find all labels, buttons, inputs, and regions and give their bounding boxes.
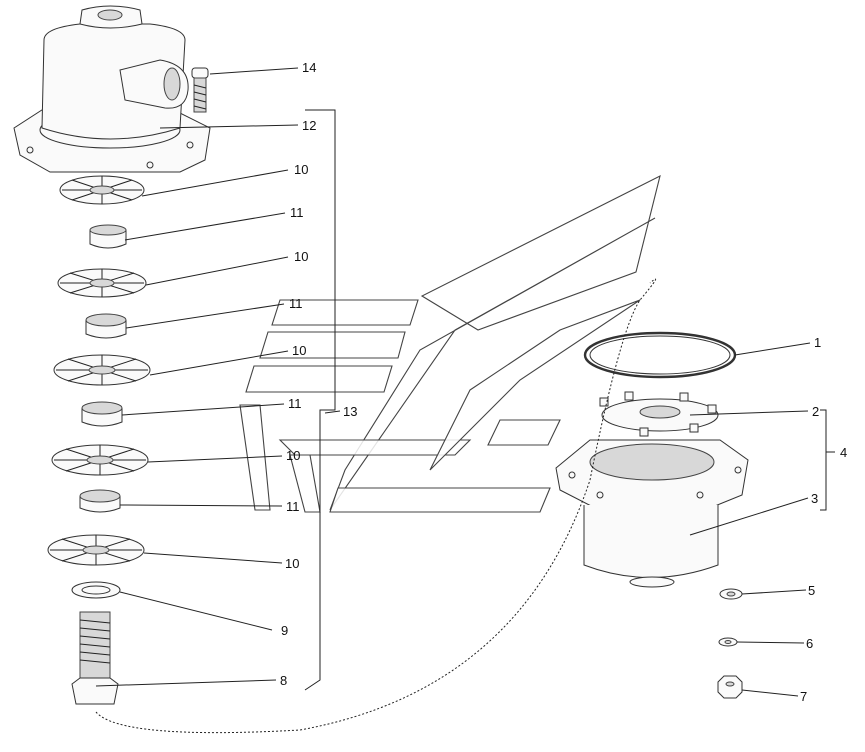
callout-6: 6 xyxy=(806,636,813,651)
leader-lines xyxy=(95,67,811,697)
spacer-part-11-c xyxy=(81,401,123,427)
callout-10-c: 10 xyxy=(292,343,306,358)
callout-10-e: 10 xyxy=(285,556,299,571)
callout-11-d: 11 xyxy=(286,499,300,514)
callout-11-c: 11 xyxy=(288,396,302,411)
fan-part-10-c xyxy=(53,354,151,386)
callout-1: 1 xyxy=(814,335,821,350)
callout-10-a: 10 xyxy=(294,162,308,177)
bolt-part-14 xyxy=(191,67,209,113)
callout-8: 8 xyxy=(280,673,287,688)
callout-14: 14 xyxy=(302,60,316,75)
callout-labels: 14 12 10 11 10 11 10 11 13 10 11 10 9 8 … xyxy=(280,60,847,704)
spacer-part-11-d xyxy=(79,489,121,513)
nut-part-7 xyxy=(717,675,743,699)
fan-part-10-d xyxy=(51,444,149,476)
callout-9: 9 xyxy=(281,623,288,638)
callout-11-b: 11 xyxy=(289,296,303,311)
assembly-guides xyxy=(95,109,835,734)
flanged-cup-part-3 xyxy=(555,439,749,588)
shaft-part-8 xyxy=(71,611,119,705)
callout-5: 5 xyxy=(808,583,815,598)
fan-part-10-a xyxy=(59,175,145,205)
callout-12: 12 xyxy=(302,118,316,133)
callout-10-b: 10 xyxy=(294,249,308,264)
spring-washer-part-6 xyxy=(718,637,738,647)
spacer-part-11-b xyxy=(85,313,127,339)
o-ring-part-1 xyxy=(583,331,737,379)
lock-washer-part-2 xyxy=(599,391,719,437)
callout-3: 3 xyxy=(811,491,818,506)
callout-4: 4 xyxy=(840,445,847,460)
callout-10-d: 10 xyxy=(286,448,300,463)
split-ring-part-9 xyxy=(71,581,121,599)
fan-part-10-b xyxy=(57,268,147,298)
fan-part-10-e xyxy=(47,534,145,566)
callout-11-a: 11 xyxy=(290,205,304,220)
callout-13: 13 xyxy=(343,404,357,419)
spacer-part-11-a xyxy=(89,224,127,249)
callout-7: 7 xyxy=(800,689,807,704)
callout-2: 2 xyxy=(812,404,819,419)
washer-part-5 xyxy=(719,588,743,600)
housing-part-12 xyxy=(13,5,211,173)
